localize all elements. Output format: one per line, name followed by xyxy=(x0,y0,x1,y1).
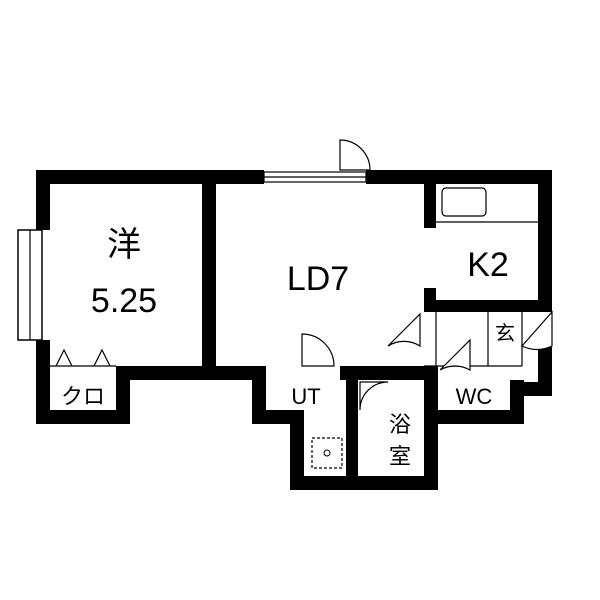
room-living-label: LD7 xyxy=(287,260,349,298)
room-bath-label-2: 室 xyxy=(389,444,411,469)
room-western-size: 5.25 xyxy=(91,282,157,320)
room-utility-label: UT xyxy=(291,384,320,409)
room-entrance-label: 玄 xyxy=(495,322,515,345)
room-closet-label: クロ xyxy=(61,384,105,409)
thin-lines xyxy=(50,171,538,469)
outer-walls xyxy=(36,170,552,490)
room-western-name: 洋 xyxy=(107,226,141,264)
inner-walls xyxy=(202,170,552,490)
doors xyxy=(55,139,553,411)
room-labels: 洋 5.25 LD7 K2 クロ UT 浴 室 WC 玄 xyxy=(61,226,515,469)
window-left xyxy=(17,229,43,341)
room-kitchen-label: K2 xyxy=(467,246,509,284)
room-bath-label-1: 浴 xyxy=(389,412,411,437)
room-toilet-label: WC xyxy=(456,384,493,409)
